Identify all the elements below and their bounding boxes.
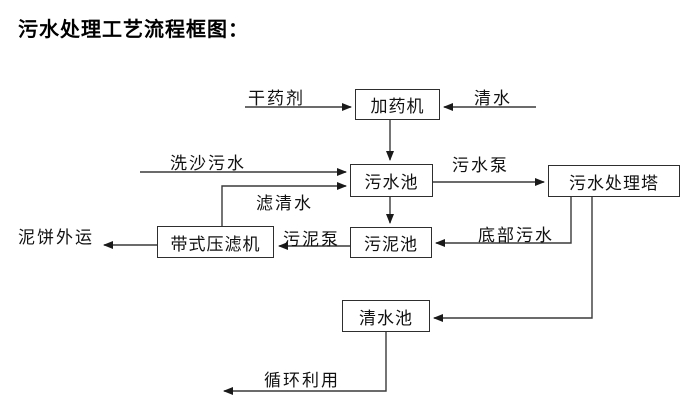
label-recycling: 循环利用 xyxy=(264,371,340,390)
node-sewage-pool: 污水池 xyxy=(350,164,433,197)
label-clean-water: 清水 xyxy=(474,89,512,108)
diagram-title: 污水处理工艺流程框图： xyxy=(18,19,249,41)
node-sludge-pool: 污泥池 xyxy=(350,227,432,258)
label-filtered-water: 滤清水 xyxy=(256,194,313,213)
label-sludge-pump: 污泥泵 xyxy=(283,230,340,249)
node-clean-water-pool: 清水池 xyxy=(342,300,430,332)
edge-tower-to-clean-arrow xyxy=(433,197,593,322)
label-sewage-pump: 污水泵 xyxy=(452,156,509,175)
label-mud-cake-outbound: 泥饼外运 xyxy=(18,228,94,247)
label-dry-chemical: 干药剂 xyxy=(248,89,305,108)
node-belt-filter-press: 带式压滤机 xyxy=(157,226,274,258)
label-sand-washing-sewage: 洗沙污水 xyxy=(170,154,246,173)
edge-filtered-water-arrow xyxy=(221,182,347,226)
edge-recycling-arrow xyxy=(223,332,387,395)
node-treatment-tower: 污水处理塔 xyxy=(548,165,680,197)
node-dosing-machine: 加药机 xyxy=(355,89,440,120)
edge-bottom-sewage-arrow xyxy=(435,197,572,247)
label-bottom-sewage: 底部污水 xyxy=(478,226,554,245)
